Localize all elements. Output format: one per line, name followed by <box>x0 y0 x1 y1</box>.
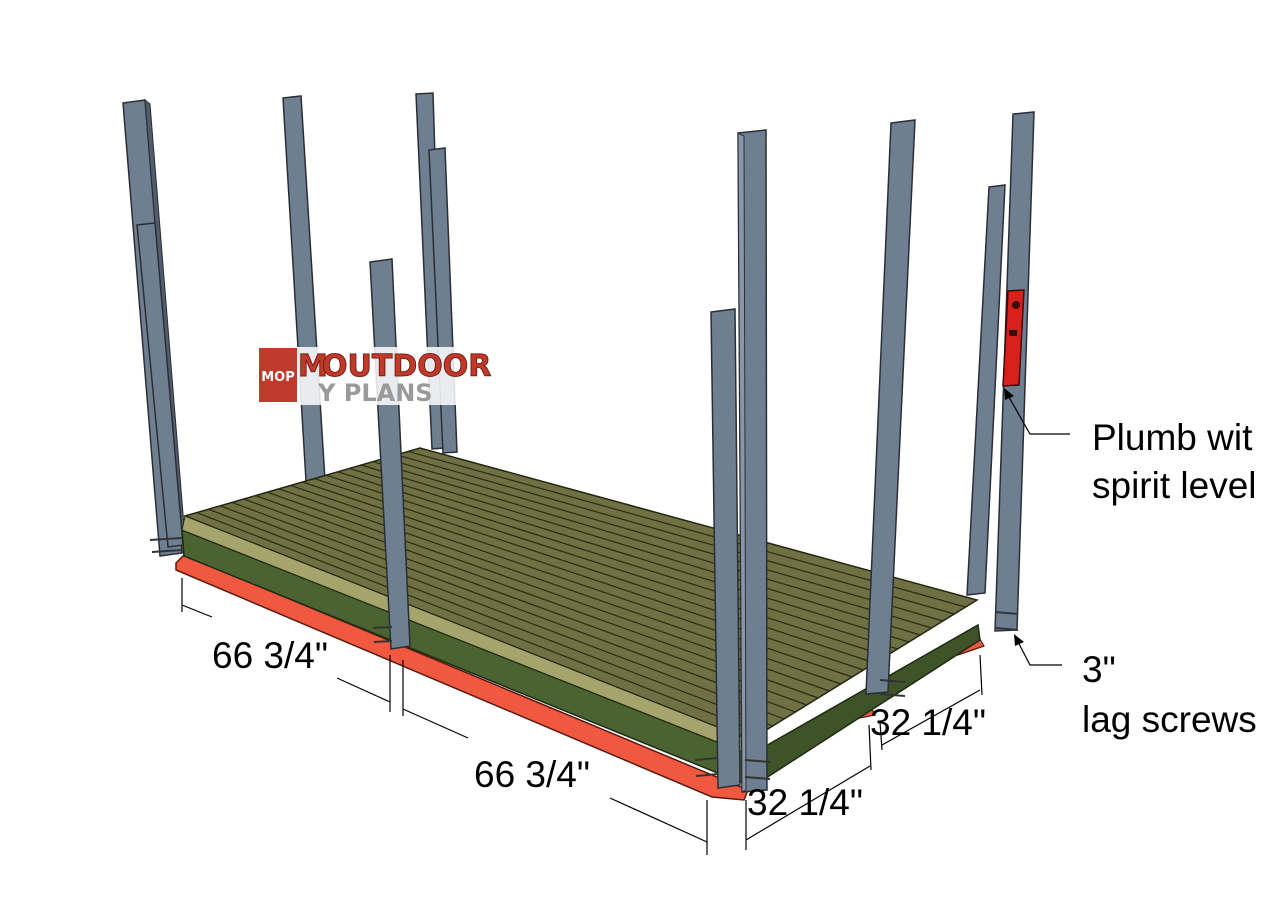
plumb-note-line2: spirit level <box>1092 465 1257 506</box>
screw <box>695 773 719 777</box>
deck-slat-gap <box>384 457 944 622</box>
screw <box>879 679 906 683</box>
ext-line <box>979 654 983 696</box>
leader-plumb-arrow <box>1004 388 1014 400</box>
screws-note-line1: 3" <box>1082 649 1116 690</box>
dim-line <box>745 765 871 841</box>
floor-frame <box>181 528 981 789</box>
ext-line <box>879 721 883 751</box>
dim-line <box>609 797 708 843</box>
dim-right-span-front: 32 1/4" <box>747 782 863 823</box>
screw <box>994 611 1019 615</box>
dim-line <box>881 689 981 746</box>
post-front-right-2-face <box>737 132 747 793</box>
post-side-2 <box>966 184 1006 596</box>
screws-note-line2: lag screws <box>1082 699 1257 740</box>
deck-slat-gap <box>372 461 932 629</box>
screw <box>149 537 183 541</box>
logo-text-bottom: Y PLANS <box>317 379 433 407</box>
spirit-level-body <box>1002 289 1025 387</box>
leader-screws <box>1015 637 1062 666</box>
logo-badge-text: MOP <box>261 370 295 385</box>
deck-slat-gap <box>337 471 898 650</box>
ext-line <box>868 724 872 771</box>
screw <box>995 627 1019 631</box>
screw <box>879 693 906 697</box>
lag-screws <box>149 537 1019 780</box>
logo-text-top: OUTDOOR <box>322 349 491 384</box>
deck-slat-gap <box>361 464 921 636</box>
deck-slat-gap <box>349 467 910 643</box>
spirit-level <box>1002 289 1025 387</box>
leader-plumb <box>1005 391 1070 435</box>
screw <box>372 626 393 629</box>
screw <box>744 759 771 763</box>
deck-slat-gap <box>231 501 796 713</box>
screw <box>373 640 393 643</box>
dim-left-span-1: 66 3/4" <box>212 635 328 676</box>
dim-line <box>336 677 391 703</box>
dimension-lines <box>181 391 1070 855</box>
screw <box>151 549 183 553</box>
dim-right-span-back: 32 1/4" <box>870 702 986 743</box>
deck-slat-gap <box>196 512 762 734</box>
deck-slat-gap <box>314 478 876 664</box>
leader-screws-arrow <box>1014 634 1024 646</box>
deck-slat-lines <box>196 450 966 734</box>
post-back-mid-1 <box>282 95 326 482</box>
dim-line <box>181 604 213 618</box>
spirit-level-vial <box>1012 301 1020 309</box>
dim-line <box>402 708 469 739</box>
deck-boards <box>181 447 979 756</box>
dim-left-span-2: 66 3/4" <box>474 754 590 795</box>
post-front-right-1 <box>710 308 741 789</box>
post-side-1 <box>865 119 916 695</box>
deck-slat-gap <box>208 508 773 727</box>
logo-badge <box>259 348 297 402</box>
spirit-level-vial-mid <box>1009 330 1017 336</box>
plumb-note-line1: Plumb wit <box>1092 417 1253 458</box>
deck-slat-gap <box>325 474 887 657</box>
back-posts <box>122 92 458 557</box>
logo: MOP M OUTDOOR Y PLANS <box>258 347 492 407</box>
deck-slat-gap <box>220 505 785 720</box>
screw <box>694 757 719 761</box>
deck-slat-gap <box>243 498 807 706</box>
screw <box>744 776 771 780</box>
deck-slat-gap <box>396 454 955 615</box>
logo-letter-m: M <box>298 349 328 384</box>
